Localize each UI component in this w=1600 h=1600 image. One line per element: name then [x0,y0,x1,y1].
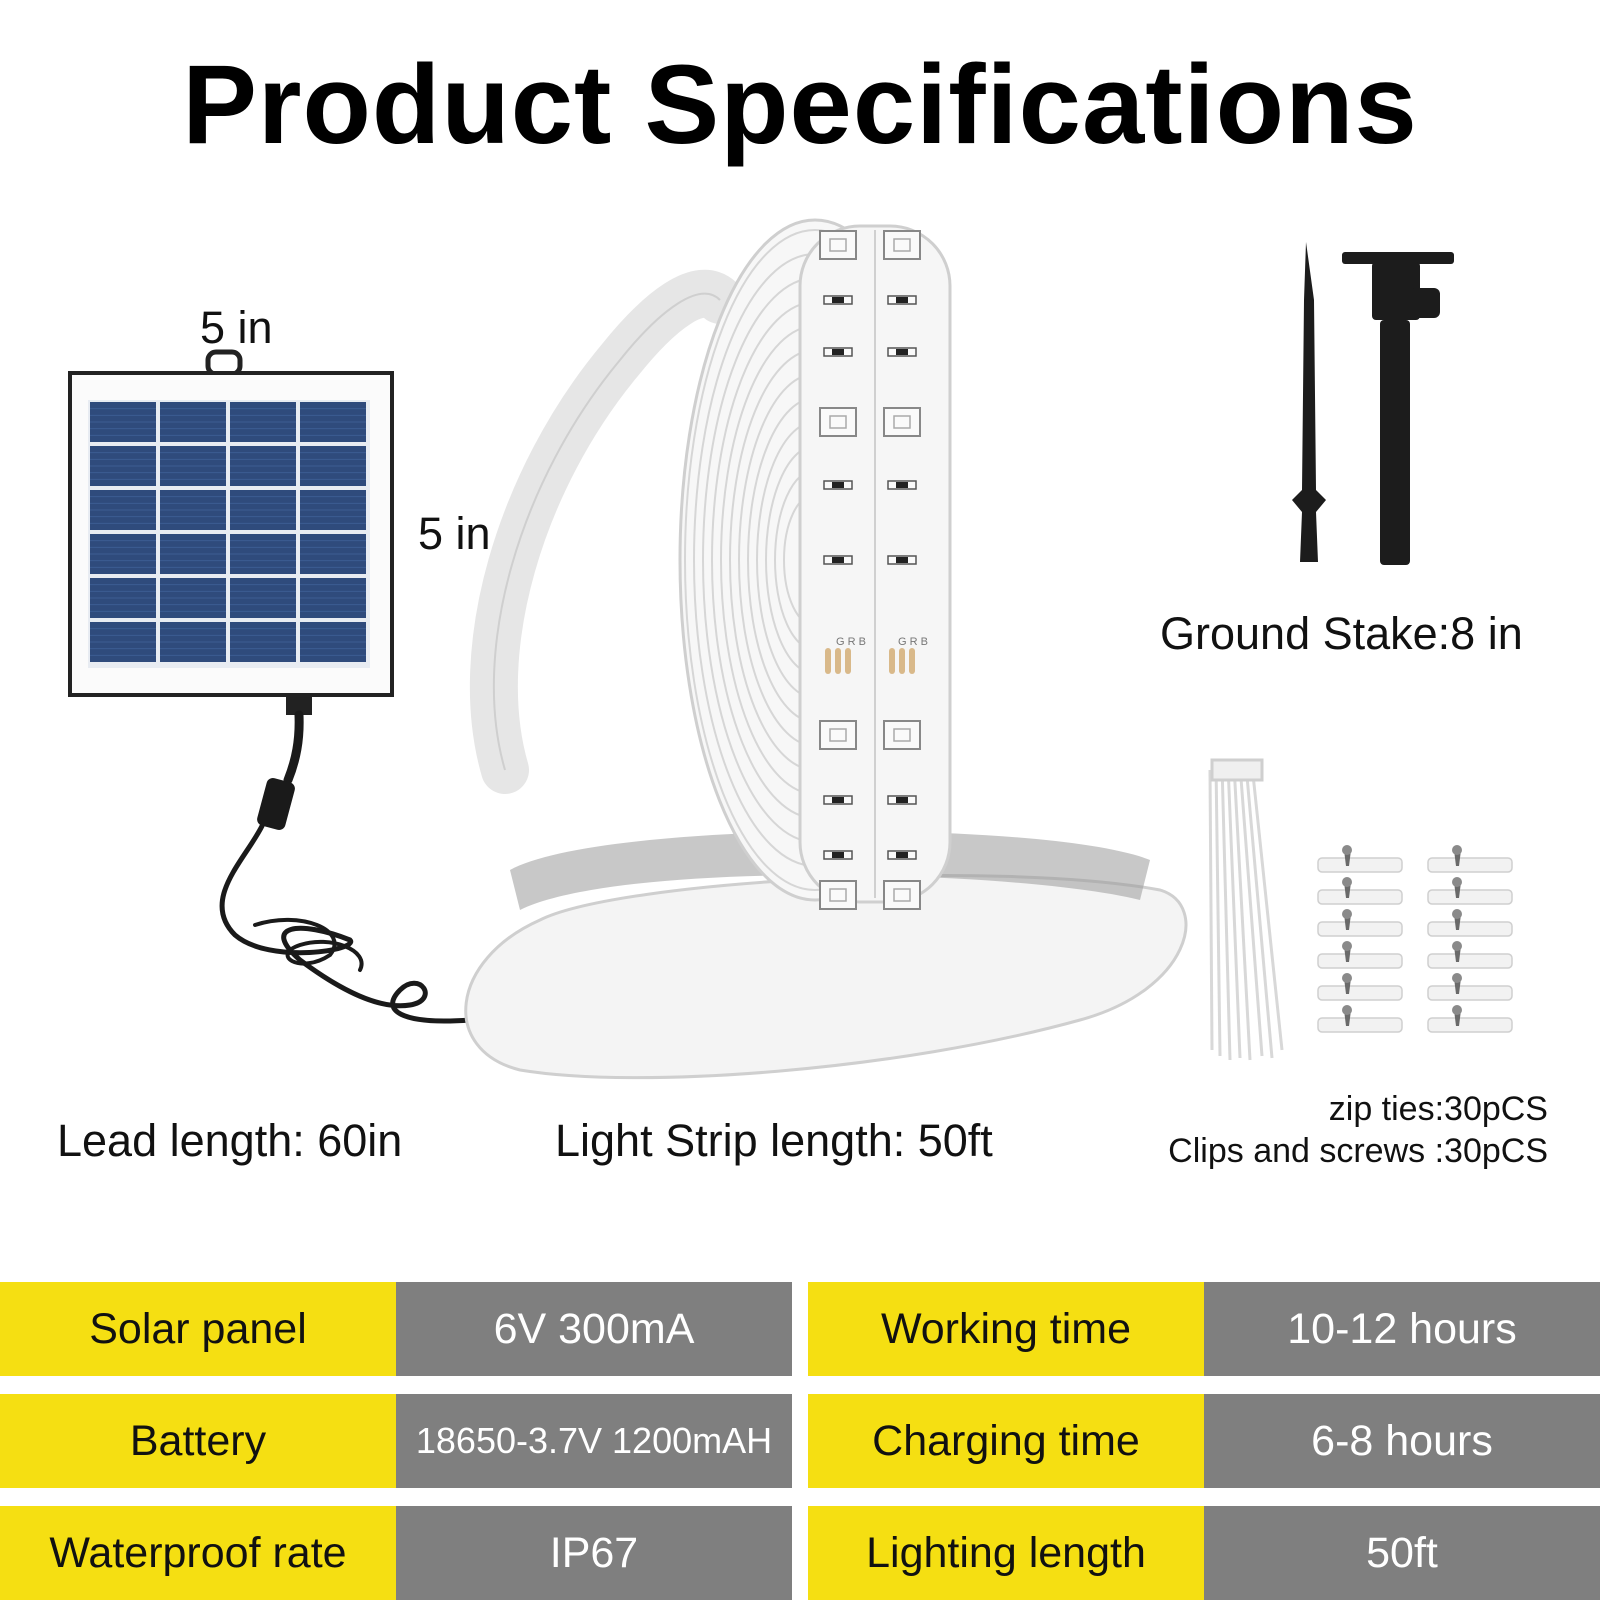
panel-height-label: 5 in [418,508,491,559]
spec-key: Lighting length [808,1506,1204,1600]
zip-ties-icon [1208,758,1284,1061]
svg-text:G R B: G R B [836,636,866,648]
spec-value: 6V 300mA [396,1282,792,1376]
spec-key: Solar panel [0,1282,396,1376]
spec-value: 50ft [1204,1506,1600,1600]
ground-stake-label: Ground Stake:8 in [1160,608,1523,659]
spec-value: 10-12 hours [1204,1282,1600,1376]
spec-table: Solar panel 6V 300mA Working time 10-12 … [0,1278,1600,1600]
page-title: Product Specifications [182,42,1418,167]
panel-width-label: 5 in [200,302,273,353]
lead-length-label: Lead length: 60in [57,1115,403,1166]
spec-row: Solar panel 6V 300mA Working time 10-12 … [0,1282,1600,1376]
spec-value: 6-8 hours [1204,1394,1600,1488]
spec-key: Charging time [808,1394,1204,1488]
clips-label: Clips and screws :30pCS [1168,1132,1548,1170]
led-strip-reel-icon: G R B G R B [464,218,1188,1080]
zip-ties-label: zip ties:30pCS [1328,1090,1548,1128]
ground-stake-icon [1292,242,1454,565]
spec-value: 18650-3.7V 1200mAH [396,1394,792,1488]
spec-key: Waterproof rate [0,1506,396,1600]
spec-key: Battery [0,1394,396,1488]
spec-key: Working time [808,1282,1204,1376]
spec-row: Waterproof rate IP67 Lighting length 50f… [0,1506,1600,1600]
solar-panel-icon [68,349,394,715]
strip-length-label: Light Strip length: 50ft [555,1115,993,1166]
svg-text:G R B: G R B [898,636,928,648]
clips-and-screws-icon [1317,845,1513,1033]
spec-value: IP67 [396,1506,792,1600]
spec-row: Battery 18650-3.7V 1200mAH Charging time… [0,1394,1600,1488]
